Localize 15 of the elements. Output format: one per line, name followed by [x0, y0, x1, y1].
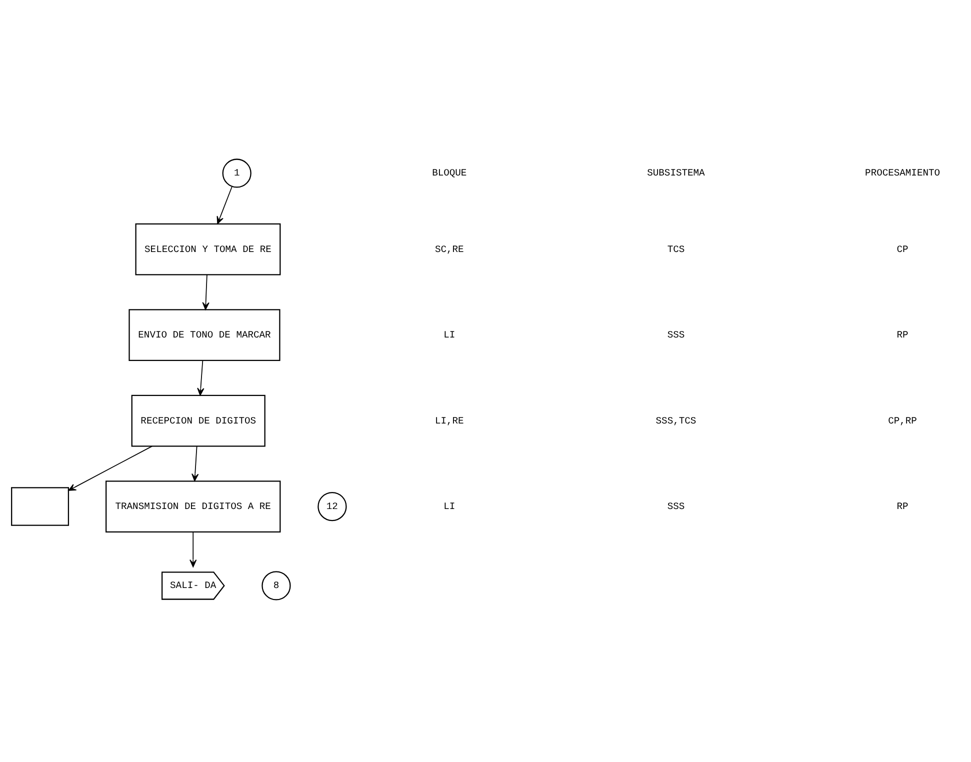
- label: LI: [444, 330, 456, 341]
- label: SUBSISTEMA: [647, 168, 705, 179]
- label: SSS: [667, 330, 685, 341]
- label: TCS: [667, 244, 685, 255]
- label: LI,RE: [434, 415, 464, 426]
- label: PROCESAMIENTO: [865, 168, 940, 179]
- label: SSS,TCS: [656, 415, 696, 426]
- label: RP: [896, 330, 908, 341]
- label: RP: [896, 500, 908, 512]
- label: LI: [444, 500, 456, 512]
- label: CP: [896, 244, 908, 255]
- label: SC,RE: [434, 244, 464, 255]
- label: SSS: [667, 500, 685, 512]
- label: CP,RP: [888, 415, 917, 426]
- label: BLOQUE: [432, 168, 467, 179]
